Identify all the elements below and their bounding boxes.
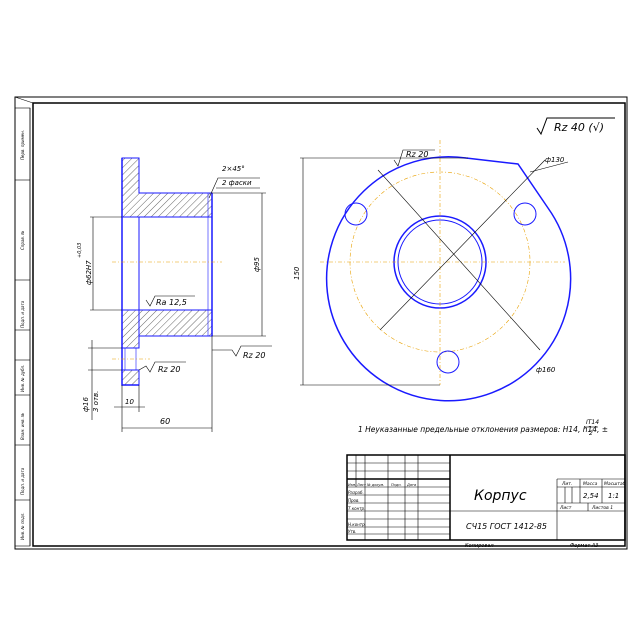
part-name: Корпус bbox=[474, 488, 527, 504]
col-header-date: Дата bbox=[406, 483, 416, 487]
technical-note: 1 Неуказанные предельные отклонения разм… bbox=[358, 419, 608, 437]
dia62-label: ф62H7 bbox=[85, 260, 93, 285]
role-utv: Утв. bbox=[348, 529, 356, 534]
note-text: 1 Неуказанные предельные отклонения разм… bbox=[358, 425, 608, 434]
strip-label: Взам. инв. № bbox=[20, 413, 25, 440]
dim60-label: 60 bbox=[160, 417, 170, 426]
flange-view: Rz 20 ф130 ф160 150 bbox=[293, 140, 572, 402]
dia16-label: ф16 bbox=[82, 397, 90, 412]
holes-label: 3 отв. bbox=[92, 391, 100, 412]
ra125-label: Ra 12,5 bbox=[156, 298, 187, 307]
dim150-label: 150 bbox=[293, 266, 301, 280]
strip-label: Справ. № bbox=[20, 231, 25, 250]
col-header-izm: Изм. bbox=[348, 483, 356, 487]
chamfer-note: 2 фаски bbox=[222, 179, 252, 187]
chamfer-label: 2×45° bbox=[222, 165, 245, 173]
role-tkontr: Т.контр. bbox=[348, 506, 365, 511]
strip-label: Перв. примен. bbox=[20, 130, 25, 160]
dia95-label: ф95 bbox=[253, 257, 261, 272]
side-strip: Перв. примен. Справ. № Подп. и дата Инв.… bbox=[14, 107, 31, 547]
rz20-right-label: Rz 20 bbox=[243, 351, 265, 360]
dia130-label: ф130 bbox=[545, 156, 565, 164]
section-view bbox=[112, 157, 222, 386]
bore-tol-label: +0,03 bbox=[77, 243, 83, 258]
scale-header: Масштаб bbox=[604, 481, 626, 487]
col-header-doc: № докум. bbox=[366, 483, 384, 487]
section-dimensions: 2×45° 2 фаски ф95 ф62H7 +0,03 Ra 12,5 Rz… bbox=[77, 165, 272, 432]
mass-header: Масса bbox=[583, 481, 598, 487]
role-nkontr: Н.контр. bbox=[348, 522, 366, 527]
general-roughness: Rz 40 (√) bbox=[536, 117, 615, 136]
sheet-label: Лист bbox=[559, 505, 572, 511]
note-frac-den: 2 bbox=[589, 430, 593, 437]
sheets-label: Листов 1 bbox=[591, 505, 613, 511]
col-header-list: Лист bbox=[356, 483, 367, 487]
col-header-sign: Подп. bbox=[391, 483, 402, 487]
material: СЧ15 ГОСТ 1412-85 bbox=[466, 522, 547, 531]
mass-value: 2,54 bbox=[583, 492, 599, 500]
dia160-label: ф160 bbox=[536, 366, 556, 374]
general-roughness-label: Rz 40 (√) bbox=[554, 121, 604, 134]
rz20-top-label: Rz 20 bbox=[406, 150, 428, 159]
strip-label: Подп. и дата bbox=[20, 467, 25, 495]
format-label: Формат А3 bbox=[570, 543, 598, 549]
scale-value: 1:1 bbox=[608, 492, 619, 500]
strip-label: Подп. и дата bbox=[20, 300, 25, 328]
role-razrab: Разраб. bbox=[348, 490, 364, 495]
rz20-hole-label: Rz 20 bbox=[158, 365, 180, 374]
strip-label: Инв. № подл. bbox=[20, 512, 25, 540]
strip-label: Инв. № дубл. bbox=[20, 365, 25, 392]
copied-label: Копировал bbox=[465, 543, 494, 549]
lit-header: Лит. bbox=[561, 481, 572, 487]
title-block: Изм. Лист № докум. Подп. Дата Разраб. Пр… bbox=[346, 454, 626, 549]
sheet-frame bbox=[14, 96, 628, 550]
dim10-label: 10 bbox=[125, 398, 134, 406]
role-prov: Пров. bbox=[348, 498, 360, 503]
note-frac-num: IT14 bbox=[586, 419, 599, 426]
